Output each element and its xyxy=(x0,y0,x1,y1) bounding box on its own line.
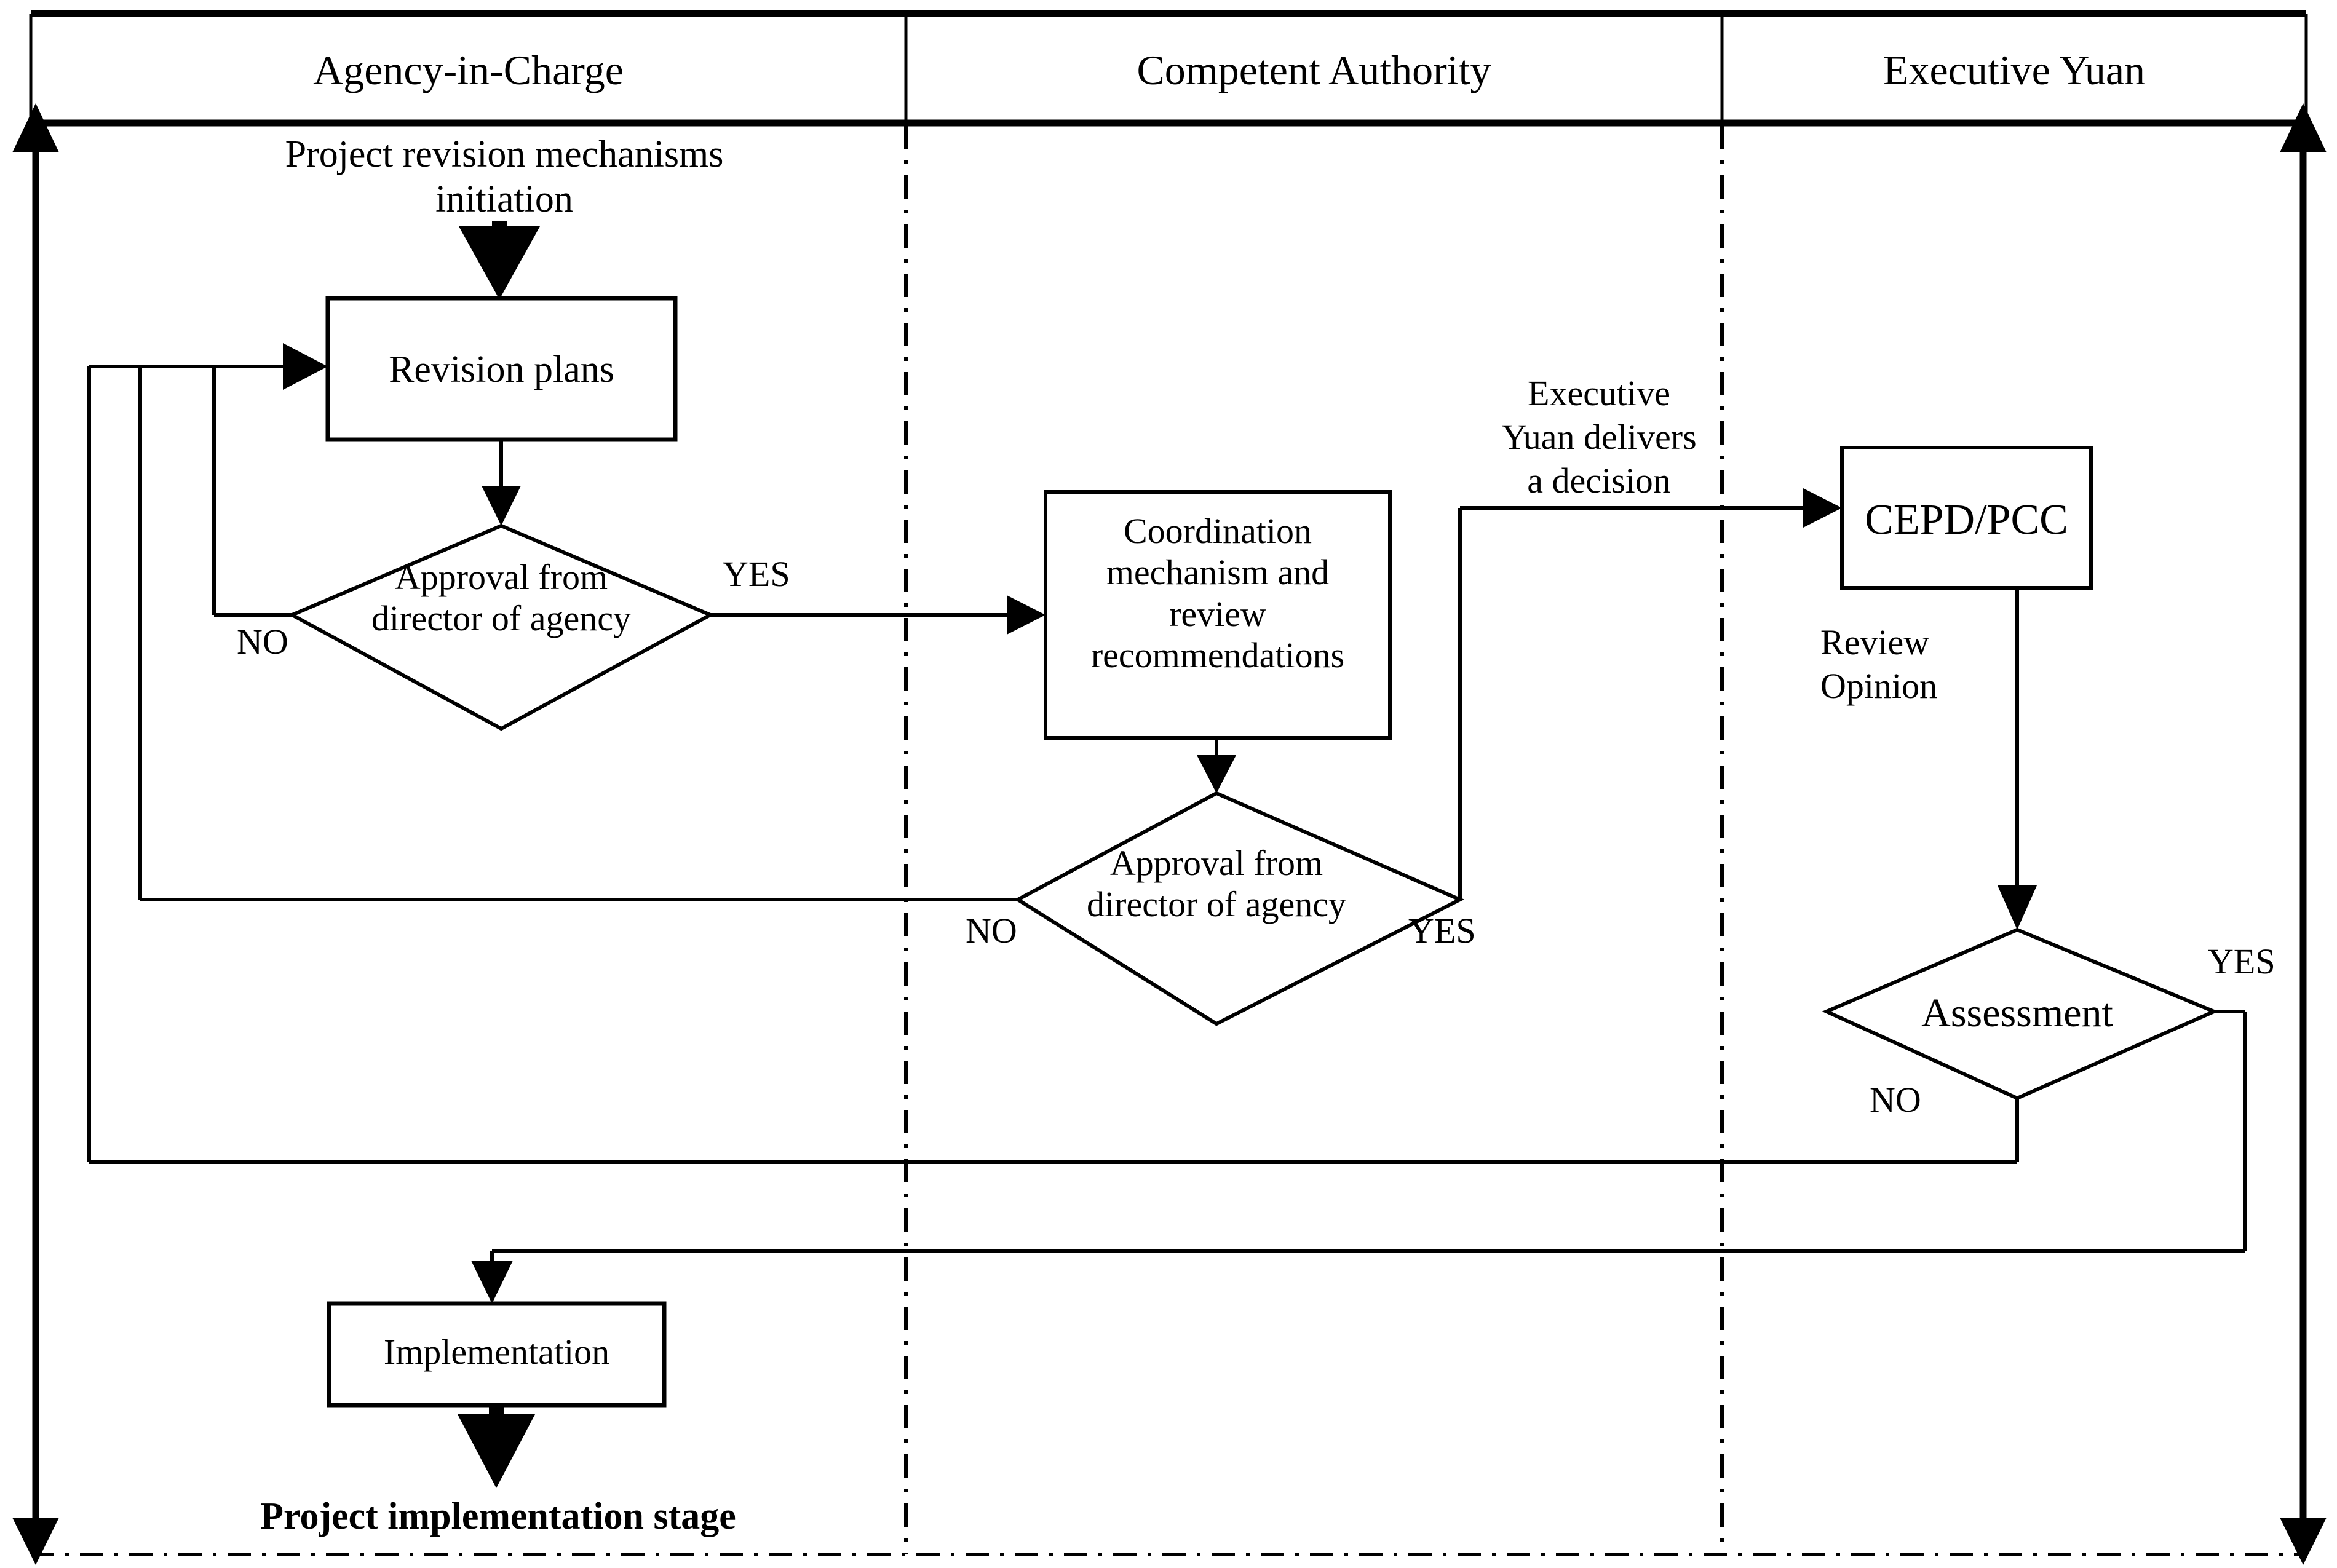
lane-title-agency: Agency-in-Charge xyxy=(313,47,624,93)
node-cepd-pcc-label: CEPD/PCC xyxy=(1865,496,2068,544)
edge-label-review-opinion: Review Opinion xyxy=(1820,621,1999,708)
lane-divider-dashdot xyxy=(904,126,1724,1554)
edge-label-no-1: NO xyxy=(237,622,288,662)
lane-header-frame xyxy=(29,10,2308,127)
node-approval-2-label: Approval from director of agency xyxy=(1026,842,1407,925)
edge-label-executive-decision-line3: a decision xyxy=(1527,460,1671,501)
edge-label-executive-decision: Executive Yuan delivers a decision xyxy=(1476,372,1722,502)
end-arrow-thick xyxy=(458,1405,535,1488)
edge-yes3-to-implementation xyxy=(471,1012,2247,1304)
left-span-arrow xyxy=(12,103,59,1565)
node-coordination-label: Coordination mechanism and review recomm… xyxy=(1046,510,1390,676)
node-coordination-line4: recommendations xyxy=(1090,635,1345,675)
edge-label-review-opinion-line1: Review xyxy=(1820,622,1930,662)
node-approval-1-line2: director of agency xyxy=(371,598,631,639)
right-span-arrow xyxy=(2280,103,2327,1565)
edge-no2-feedback xyxy=(138,366,1018,901)
edge-label-yes-1: YES xyxy=(723,554,790,594)
node-coordination-line3: review xyxy=(1169,593,1266,634)
edge-no3-feedback xyxy=(87,366,2017,1164)
lane-title-authority: Competent Authority xyxy=(1137,47,1491,93)
start-arrow-thick xyxy=(459,221,540,299)
node-start-line1: Project revision mechanisms xyxy=(285,133,724,175)
edge-revision-to-decision1 xyxy=(482,440,521,526)
edge-label-review-opinion-line2: Opinion xyxy=(1820,665,1938,706)
edge-cepd-to-assessment xyxy=(1998,588,2037,930)
node-end-label: Project implementation stage xyxy=(260,1495,736,1537)
lane-title-yuan: Executive Yuan xyxy=(1883,47,2146,93)
node-approval-1-label: Approval from director of agency xyxy=(311,556,692,639)
node-implementation-label: Implementation xyxy=(383,1332,610,1372)
node-approval-2-line2: director of agency xyxy=(1087,884,1346,925)
node-approval-1-line1: Approval from xyxy=(394,557,608,597)
edge-yes2-to-cepd xyxy=(1458,488,1842,900)
node-approval-1-diamond xyxy=(288,523,715,731)
node-approval-2-line1: Approval from xyxy=(1109,843,1323,883)
node-start-label: Project revision mechanisms initiation xyxy=(197,132,812,222)
edge-no1-feedback xyxy=(212,365,292,617)
edge-label-executive-decision-line2: Yuan delivers xyxy=(1501,416,1697,457)
node-cepd-pcc-box xyxy=(1840,446,2093,590)
node-assessment-label: Assessment xyxy=(1921,991,2113,1035)
edge-label-executive-decision-line1: Executive xyxy=(1528,373,1670,413)
edge-label-yes-2: YES xyxy=(1408,911,1476,951)
edge-coordination-to-decision2 xyxy=(1197,738,1236,793)
node-approval-2-diamond xyxy=(1014,791,1465,1026)
node-start-line2: initiation xyxy=(435,178,573,221)
node-revision-plans-label: Revision plans xyxy=(389,349,614,390)
edge-label-no-3: NO xyxy=(1870,1080,1921,1120)
node-coordination-box xyxy=(1044,490,1392,740)
edge-label-no-2: NO xyxy=(966,911,1017,951)
edge-yes1-to-coordination xyxy=(710,595,1046,635)
node-coordination-line2: mechanism and xyxy=(1106,552,1330,593)
edge-feedback-into-revision-plans xyxy=(89,343,328,390)
edge-label-yes-3: YES xyxy=(2208,941,2276,981)
node-coordination-line1: Coordination xyxy=(1123,511,1312,551)
